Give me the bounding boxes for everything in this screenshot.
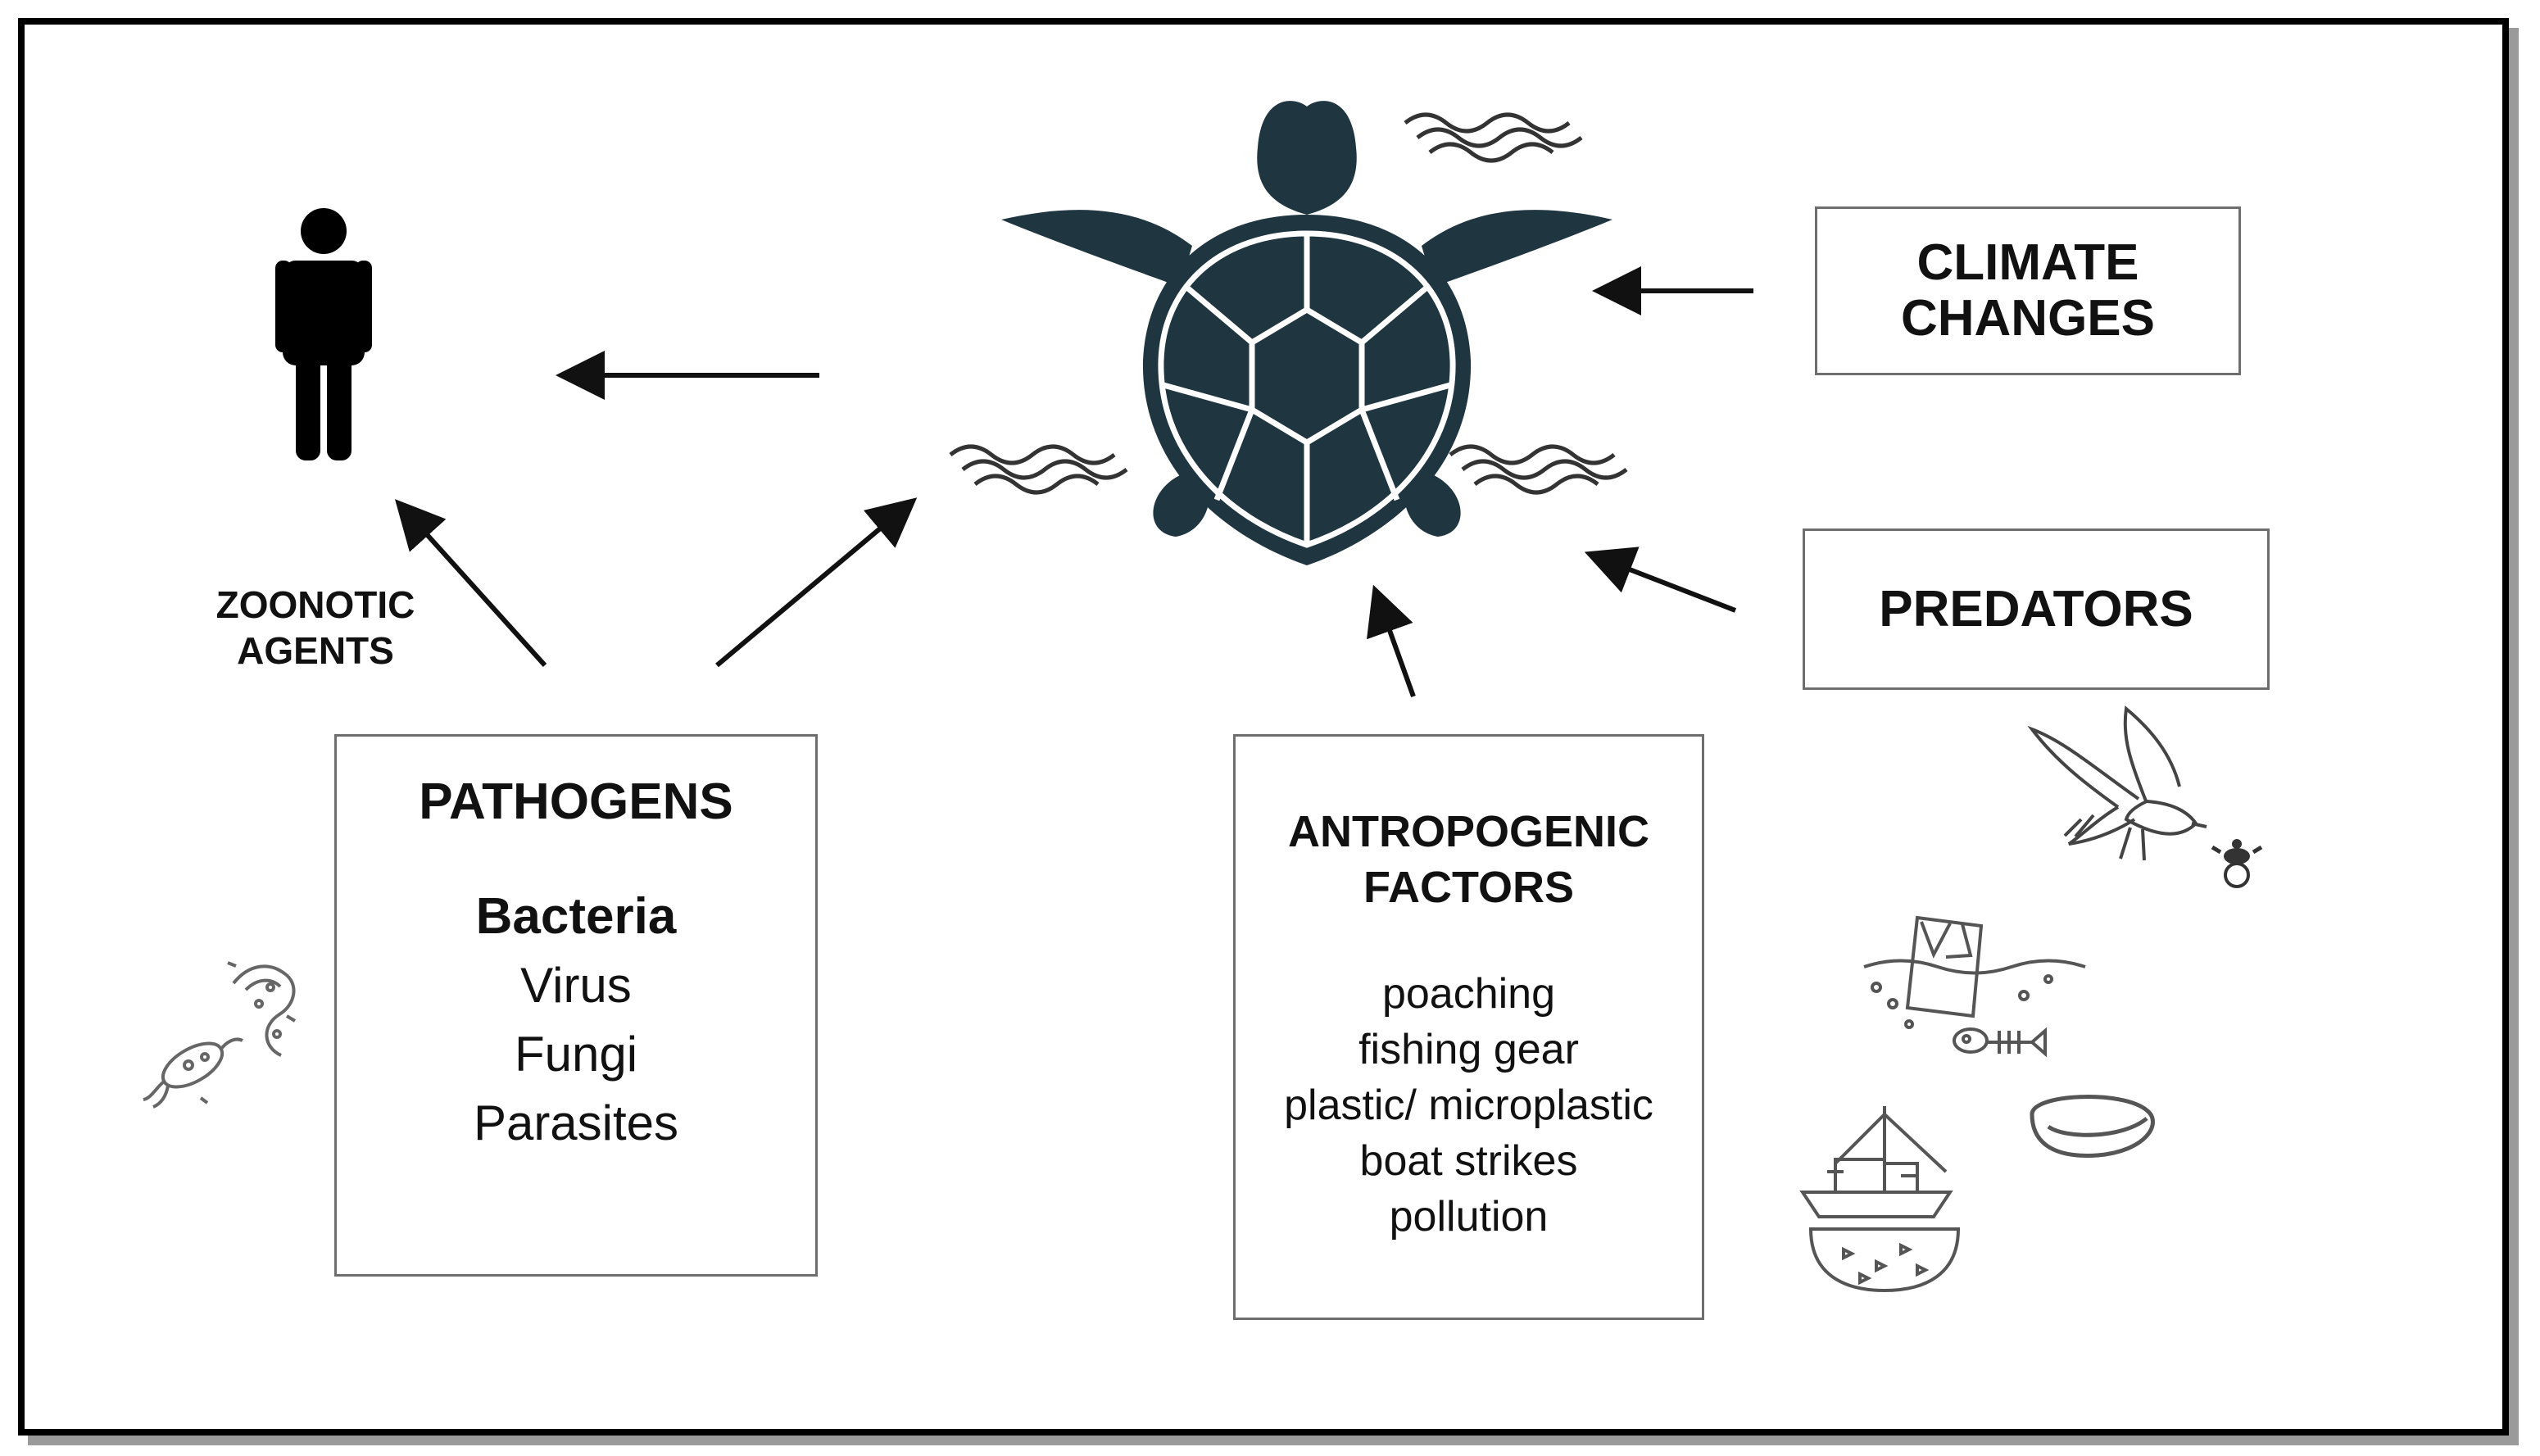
factor-plastic: plastic/ microplastic [1284, 1082, 1653, 1129]
antropogenic-title-2: FACTORS [1363, 863, 1575, 912]
net-icon [1808, 1227, 1961, 1293]
pathogens-list: Bacteria Virus Fungi Parasites [474, 882, 678, 1158]
pathogen-bacteria: Bacteria [475, 888, 677, 945]
wave-icon [949, 444, 1128, 495]
climate-changes-box: CLIMATE CHANGES [1815, 206, 2241, 375]
factor-boat-strikes: boat strikes [1359, 1137, 1578, 1185]
arrow-predators-to-turtle [1584, 547, 1737, 613]
factor-poaching: poaching [1381, 970, 1556, 1018]
plastic-ring-icon [2030, 1095, 2155, 1158]
pathogens-title: PATHOGENS [419, 773, 733, 830]
human-figure-icon [275, 208, 372, 460]
arrow-antropogenic-to-turtle [1367, 584, 1416, 698]
predators-box: PREDATORS [1803, 528, 2270, 690]
seagull-icon [2027, 705, 2207, 861]
arrow-pathogens-to-turtle [715, 497, 918, 668]
wave-icon [1449, 444, 1628, 495]
zoonotic-agents-label: ZOONOTIC AGENTS [188, 582, 442, 674]
antropogenic-factors-box: ANTROPOGENIC FACTORS poaching fishing ge… [1233, 734, 1704, 1320]
pathogen-virus: Virus [520, 958, 632, 1013]
antropogenic-list: poaching fishing gear plastic/ microplas… [1284, 966, 1653, 1245]
factor-fishing-gear: fishing gear [1358, 1026, 1579, 1073]
fishing-boat-icon [1799, 1106, 1953, 1218]
wave-icon [1404, 112, 1583, 163]
antropogenic-title-1: ANTROPOGENIC [1287, 807, 1650, 856]
climate-line-2: CHANGES [1900, 290, 2156, 347]
pathogen-parasites: Parasites [473, 1095, 679, 1150]
hatchling-icon [2211, 839, 2263, 888]
sea-turtle-icon [1001, 101, 1612, 565]
predators-label: PREDATORS [1879, 580, 2193, 637]
fish-skeleton-icon [1953, 1027, 2047, 1058]
zoonotic-line-2: AGENTS [237, 629, 394, 672]
climate-line-1: CLIMATE [1916, 234, 2139, 291]
bacteria-icon [143, 961, 297, 1109]
pathogen-fungi: Fungi [514, 1027, 638, 1082]
factor-pollution: pollution [1389, 1193, 1549, 1241]
zoonotic-line-1: ZOONOTIC [215, 583, 415, 626]
pathogens-box: PATHOGENS Bacteria Virus Fungi Parasites [334, 734, 818, 1277]
arrow-pathogens-to-human [394, 499, 547, 668]
plastic-bag-icon [1863, 915, 2086, 1029]
